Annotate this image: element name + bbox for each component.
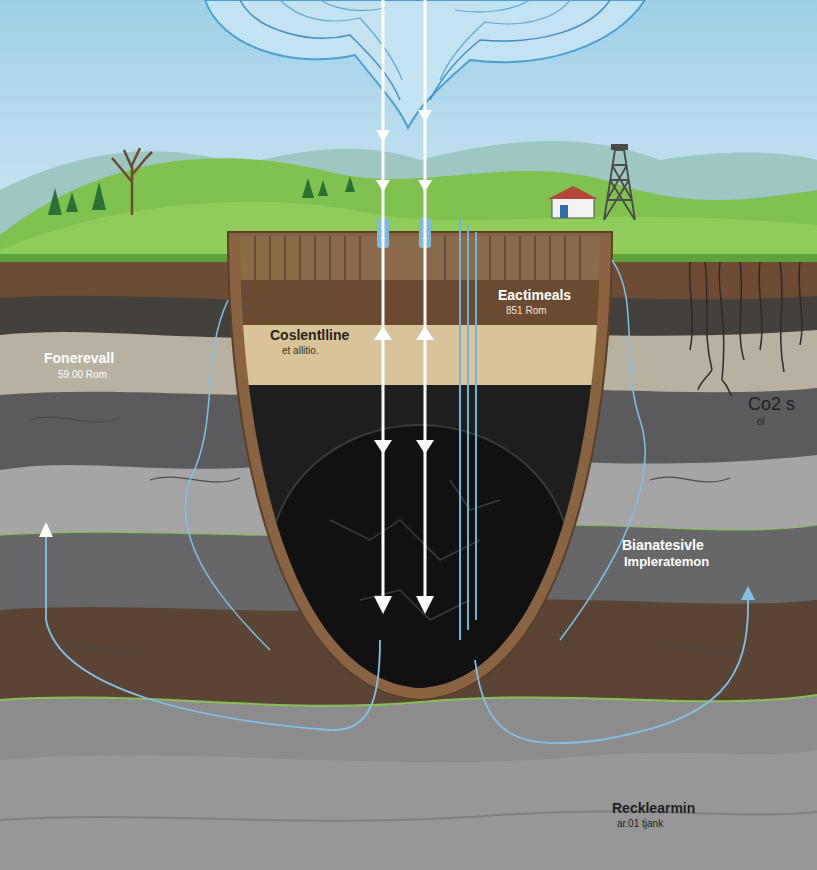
water-cloud-part — [240, 0, 400, 100]
trees-part — [345, 176, 355, 192]
layer-value: ar.01 tjank — [617, 818, 663, 830]
pit — [228, 230, 612, 705]
layer-label: Eactimeals — [498, 287, 571, 303]
house-and-tower-part — [604, 150, 635, 220]
water-cloud-part — [320, 0, 385, 10]
layer-label: Coslentlline — [270, 327, 349, 343]
pit-part-part — [270, 425, 570, 695]
pit-part-part — [330, 480, 500, 620]
ground-layers-part — [0, 388, 817, 870]
ground-layers — [0, 262, 817, 870]
water-cloud-part — [440, 0, 570, 80]
ground-layers-part — [0, 262, 817, 870]
house-and-tower-part — [560, 205, 568, 218]
pit-part-part — [255, 236, 580, 280]
layer-label: Impleratemon — [624, 555, 709, 570]
seepage-lines-part — [475, 598, 748, 743]
trees-part — [92, 182, 106, 210]
pipes-part — [383, 0, 425, 605]
pipes-part — [416, 326, 434, 340]
pipes-part — [418, 110, 432, 122]
ground-layers-part — [0, 330, 817, 870]
pit-part — [230, 230, 610, 705]
trees-part — [66, 192, 78, 212]
seepage-lines-part — [39, 522, 53, 537]
trees — [48, 148, 355, 215]
pit-part-part — [230, 325, 610, 385]
roots — [690, 262, 802, 396]
house-and-tower — [548, 144, 635, 220]
trees-part — [48, 188, 62, 215]
seepage-lines — [39, 260, 755, 743]
ground-layers-part — [0, 695, 817, 870]
trees-part — [112, 148, 152, 215]
pipes-part — [374, 326, 392, 340]
sky — [0, 0, 817, 300]
layer-label: Fonerevall — [44, 350, 114, 366]
pipes-part — [374, 596, 392, 614]
layer-label: Bianatesivle — [622, 537, 704, 553]
pipes-part — [374, 440, 392, 454]
pit-part-part — [230, 385, 610, 705]
house-and-tower-part — [548, 186, 598, 199]
trees-part — [302, 178, 314, 198]
ground-layers-part — [0, 296, 817, 870]
pipes — [374, 0, 476, 640]
house-and-tower-part — [552, 198, 594, 218]
layer-label: Recklearmin — [612, 800, 695, 816]
gas-value: ol — [757, 416, 765, 428]
pipes-part — [416, 440, 434, 454]
pipes-part — [376, 130, 390, 142]
seepage-lines-part — [46, 535, 380, 730]
seepage-lines-part — [560, 260, 645, 640]
roots-part — [690, 262, 802, 396]
pipes-part — [376, 180, 390, 192]
pipes-part — [418, 180, 432, 192]
pipes-part — [416, 596, 434, 614]
trees-part — [318, 180, 328, 196]
pit-part-part — [230, 280, 610, 325]
house-and-tower-part — [611, 144, 628, 150]
seepage-lines-part — [741, 586, 755, 600]
pipes-part — [460, 218, 476, 640]
ground-layers-part — [0, 750, 817, 870]
layer-value: et allitio. — [282, 345, 319, 357]
sky-part — [0, 0, 817, 300]
gas-label: Co2 s — [748, 394, 795, 415]
layer-value: 59.00 Rom — [58, 369, 107, 381]
seepage-lines-part — [185, 300, 270, 650]
water-cloud-part — [430, 0, 610, 100]
water-cloud-part — [455, 0, 530, 12]
layer-value: 851 Rom — [506, 305, 547, 317]
